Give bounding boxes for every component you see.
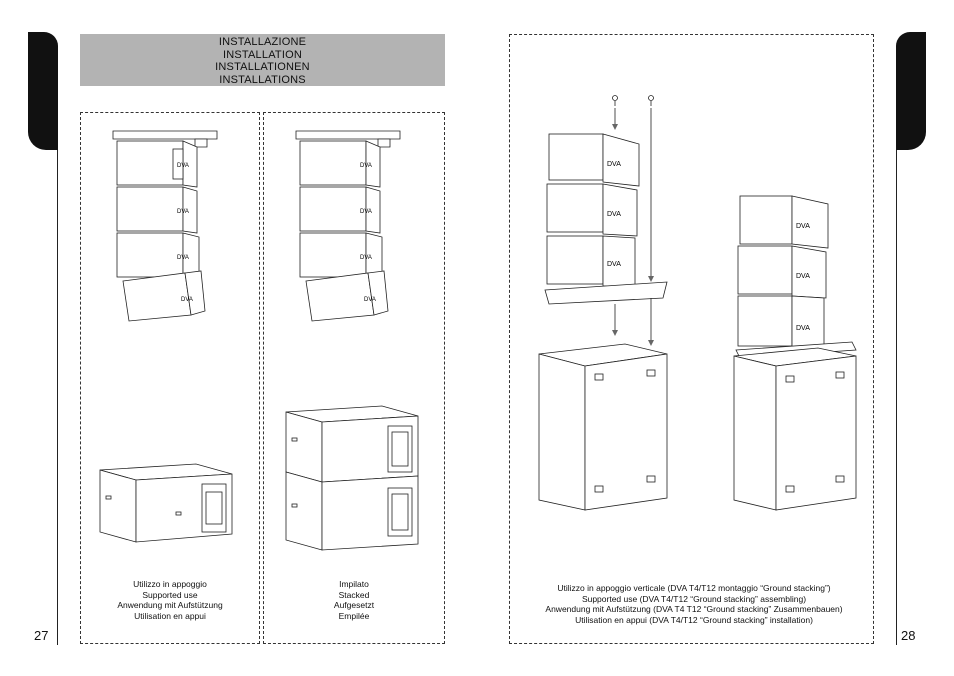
dva-logo-2b: DVA	[360, 209, 372, 215]
right-page-number: 28	[901, 628, 916, 643]
caption-ground-fr: Utilisation en appui (DVA T4/T12 “Ground…	[575, 614, 813, 625]
dva-logo-2d: DVA	[364, 297, 376, 303]
caption-supported-use: Utilizzo in appoggio Supported use Anwen…	[82, 579, 258, 621]
caption-ground-en: Supported use (DVA T4/T12 “Ground stacki…	[581, 593, 807, 604]
panel-stacked	[263, 112, 445, 644]
caption-ground-stacking: Utilizzo in appoggio verticale (DVA T4/T…	[499, 583, 889, 625]
dva-logo-1b: DVA	[177, 209, 189, 215]
header-line-en: INSTALLATION	[222, 48, 302, 61]
caption-stacked-de: Aufgesetzt	[333, 600, 375, 611]
flown-array-illustration-2: DVA DVA DVA DVA	[295, 130, 401, 322]
dva-logo-1c: DVA	[177, 255, 189, 261]
screw-icon	[612, 95, 618, 101]
right-page-tab	[896, 32, 926, 150]
right-margin-line	[896, 150, 897, 645]
caption-ground-it: Utilizzo in appoggio verticale (DVA T4/T…	[557, 583, 831, 593]
dva-logo-2a: DVA	[360, 163, 372, 169]
caption-stacked: Impilato Stacked Aufgesetzt Empilée	[265, 579, 443, 621]
left-margin-line	[57, 150, 58, 645]
subwoofer-illustration-1	[99, 463, 233, 543]
caption-stacked-en: Stacked	[338, 589, 370, 600]
dva-logo-4b: DVA	[796, 273, 810, 280]
dva-logo-3a: DVA	[607, 161, 621, 168]
section-header: INSTALLAZIONE INSTALLATION INSTALLATIONE…	[80, 34, 445, 86]
dva-logo-2c: DVA	[360, 255, 372, 261]
ground-stack-exploded-illustration: DVA DVA DVA	[538, 95, 668, 511]
stacked-subwoofers-illustration	[285, 405, 419, 551]
header-line-de: INSTALLATIONEN	[215, 61, 310, 73]
caption-supported-en: Supported use	[142, 589, 198, 600]
left-page-tab	[28, 32, 58, 150]
dva-logo-3c: DVA	[607, 261, 621, 268]
caption-supported-fr: Utilisation en appui	[134, 610, 206, 621]
caption-stacked-it: Impilato	[339, 579, 369, 589]
left-page-number: 27	[34, 628, 49, 643]
dva-logo-4c: DVA	[796, 325, 810, 332]
dva-logo-3b: DVA	[607, 211, 621, 218]
caption-supported-de: Anwendung mit Aufstützung	[117, 600, 223, 611]
caption-stacked-fr: Empilée	[338, 610, 370, 621]
screw-icon	[648, 95, 654, 101]
header-line-fr: INSTALLATIONS	[219, 73, 306, 86]
dva-logo-1a: DVA	[177, 163, 189, 169]
dva-logo-4a: DVA	[796, 223, 810, 230]
flown-array-illustration-1: DVA DVA DVA DVA	[112, 130, 218, 322]
header-line-it: INSTALLAZIONE	[218, 36, 307, 48]
ground-stack-assembled-illustration: DVA DVA DVA	[733, 195, 857, 511]
dva-logo-1d: DVA	[181, 297, 193, 303]
panel-supported-use	[80, 112, 260, 644]
caption-ground-de: Anwendung mit Aufstützung (DVA T4 T12 “G…	[545, 604, 843, 615]
caption-supported-it: Utilizzo in appoggio	[133, 579, 207, 589]
panel-ground-stacking	[509, 34, 874, 644]
